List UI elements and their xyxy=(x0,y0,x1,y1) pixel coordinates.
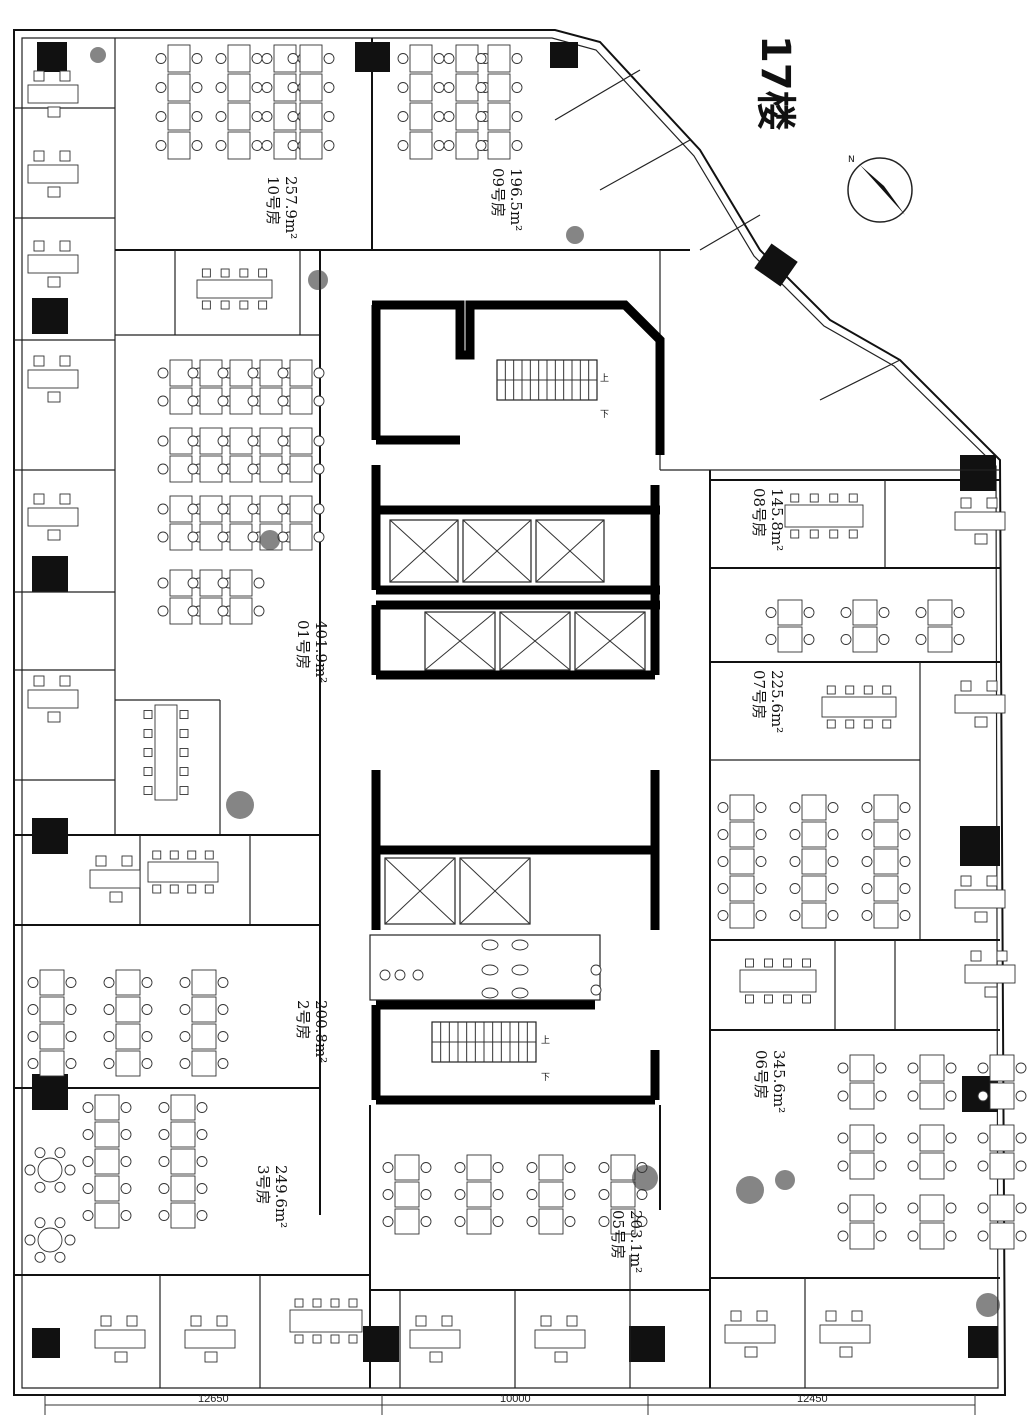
office-7 xyxy=(89,855,141,903)
meeting-room-d xyxy=(784,493,864,539)
room-09-cluster-b xyxy=(475,44,523,160)
room-07-label: 07号房 225.6m² xyxy=(750,670,786,733)
office-12 xyxy=(724,1310,776,1358)
office-16 xyxy=(409,1315,461,1363)
svg-text:203.1m²: 203.1m² xyxy=(627,1210,645,1273)
svg-text:3号房: 3号房 xyxy=(254,1165,272,1205)
compass-n-label: N xyxy=(848,155,855,165)
office-2 xyxy=(27,150,79,198)
office-6 xyxy=(27,675,79,723)
svg-text:01号房: 01号房 xyxy=(294,620,312,669)
room-02-label: 2号房 200.8m² xyxy=(294,1000,330,1063)
round-table-1 xyxy=(24,1217,76,1263)
stair-down-label-2: 下 xyxy=(541,1073,550,1083)
svg-text:2号房: 2号房 xyxy=(294,1000,312,1040)
room-labels: 10号房 257.9m² 09号房 196.5m² 08号房 145.8m² 0… xyxy=(254,168,788,1273)
svg-text:17楼: 17楼 xyxy=(752,35,798,131)
room-09-cluster-a xyxy=(397,44,491,160)
meeting-room-c xyxy=(147,850,219,894)
restrooms xyxy=(369,934,602,1001)
svg-text:08号房: 08号房 xyxy=(750,488,768,537)
plants xyxy=(90,47,1000,1317)
compass: N xyxy=(847,155,913,223)
stair-down-label: 下 xyxy=(600,410,609,420)
stair-top: 上 下 xyxy=(496,359,609,420)
office-13 xyxy=(819,1310,871,1358)
room-08-label: 08号房 145.8m² xyxy=(750,488,786,551)
stair-up-label: 上 xyxy=(600,373,609,384)
partitions xyxy=(14,38,1000,1388)
furniture xyxy=(24,44,1027,1363)
room-07-cluster xyxy=(717,794,911,929)
stair-up-label-2: 上 xyxy=(541,1035,550,1046)
room-10-label: 10号房 257.9m² xyxy=(264,176,300,239)
office-1 xyxy=(27,70,79,118)
svg-text:09号房: 09号房 xyxy=(489,168,507,217)
office-8 xyxy=(954,497,1006,545)
room-01-cluster-0 xyxy=(157,359,325,415)
dimension-line: 12650 10000 12450 xyxy=(44,1393,976,1415)
svg-text:145.8m²: 145.8m² xyxy=(768,488,786,551)
room-01-cluster-2 xyxy=(157,495,325,551)
meeting-room-b xyxy=(143,704,189,801)
office-17 xyxy=(534,1315,586,1363)
core: 上 下 上 下 xyxy=(369,300,665,1105)
floor-title: 17楼 xyxy=(752,35,798,131)
room-09-label: 09号房 196.5m² xyxy=(489,168,525,231)
lift-cars xyxy=(384,519,646,925)
room-06-cluster-c xyxy=(837,1194,1027,1250)
meeting-room-f xyxy=(739,958,817,1004)
room-10-cluster-b xyxy=(215,44,309,160)
meeting-room-a xyxy=(196,268,273,310)
dimension-3: 12450 xyxy=(797,1393,828,1405)
room-10-cluster-c xyxy=(287,44,335,160)
office-4 xyxy=(27,355,79,403)
svg-text:200.8m²: 200.8m² xyxy=(312,1000,330,1063)
room-06-cluster-b xyxy=(837,1124,1027,1180)
svg-text:401.9m²: 401.9m² xyxy=(312,620,330,683)
room-08-cluster xyxy=(765,599,965,653)
stair-bottom: 上 下 xyxy=(431,1021,550,1083)
svg-text:257.9m²: 257.9m² xyxy=(282,176,300,239)
room-05-label: 05号房 203.1m² xyxy=(609,1210,645,1273)
dimension-1: 12650 xyxy=(198,1393,229,1405)
svg-text:345.6m²: 345.6m² xyxy=(770,1050,788,1113)
meeting-room-g xyxy=(289,1298,363,1344)
office-5 xyxy=(27,493,79,541)
svg-text:225.6m²: 225.6m² xyxy=(768,670,786,733)
svg-text:07号房: 07号房 xyxy=(750,670,768,719)
office-3 xyxy=(27,240,79,288)
svg-text:06号房: 06号房 xyxy=(752,1050,770,1099)
compass-needle-icon xyxy=(860,165,905,215)
meeting-room-e xyxy=(821,685,897,729)
room-02-cluster xyxy=(27,969,229,1077)
office-9 xyxy=(954,680,1006,728)
svg-text:196.5m²: 196.5m² xyxy=(507,168,525,231)
round-table-0 xyxy=(24,1147,76,1193)
room-01-cluster-3 xyxy=(157,569,265,625)
office-15 xyxy=(184,1315,236,1363)
svg-text:10号房: 10号房 xyxy=(264,176,282,225)
outer-walls xyxy=(13,29,1007,1396)
room-10-cluster-a xyxy=(155,44,203,160)
svg-text:249.6m²: 249.6m² xyxy=(272,1165,290,1228)
room-01-label: 01号房 401.9m² xyxy=(294,620,330,683)
svg-text:05号房: 05号房 xyxy=(609,1210,627,1259)
office-14 xyxy=(94,1315,146,1363)
office-10 xyxy=(954,875,1006,923)
office-11 xyxy=(964,950,1016,998)
room-03-label: 3号房 249.6m² xyxy=(254,1165,290,1228)
room-01-cluster-1 xyxy=(157,427,325,483)
room-06-cluster-a xyxy=(837,1054,1027,1110)
room-03-cluster xyxy=(82,1094,208,1229)
room-06-label: 06号房 345.6m² xyxy=(752,1050,788,1113)
room-05-cluster xyxy=(382,1154,648,1235)
dimension-2: 10000 xyxy=(500,1393,531,1405)
